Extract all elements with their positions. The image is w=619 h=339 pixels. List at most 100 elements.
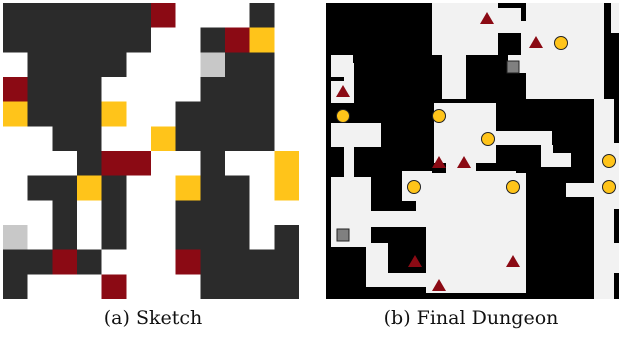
floor-tile <box>126 225 151 250</box>
wall-tile <box>175 225 201 250</box>
wall-tile <box>126 3 151 28</box>
floor-tile <box>200 3 225 28</box>
treasure-tile <box>175 175 201 201</box>
treasure-marker <box>481 132 495 146</box>
wall-tile <box>249 249 275 275</box>
treasure-marker <box>432 109 446 123</box>
wall-tile <box>27 101 53 127</box>
enemy-marker <box>432 156 446 168</box>
floor-tile <box>225 3 250 28</box>
floor-tile <box>3 151 28 176</box>
enemy-tile <box>101 151 127 176</box>
wall-tile <box>27 27 53 53</box>
floor-tile <box>27 274 53 299</box>
floor-tile <box>151 52 176 77</box>
wall-tile <box>249 3 275 28</box>
dungeon-floor <box>526 3 604 99</box>
floor-tile <box>27 200 53 225</box>
wall-tile <box>200 200 225 225</box>
floor-tile <box>249 200 275 225</box>
wall-tile <box>225 200 250 225</box>
enemy-tile <box>225 27 250 53</box>
wall-tile <box>249 101 275 127</box>
floor-tile <box>151 274 176 299</box>
treasure-tile <box>151 126 176 151</box>
enemy-tile <box>151 3 176 28</box>
floor-tile <box>52 151 77 176</box>
floor-tile <box>274 126 299 151</box>
floor-tile <box>101 77 127 102</box>
dungeon-floor <box>614 179 619 209</box>
floor-tile <box>126 101 151 127</box>
wall-tile <box>274 225 299 250</box>
floor-tile <box>175 3 201 28</box>
wall-tile <box>52 3 77 28</box>
wall-tile <box>77 249 102 275</box>
wall-tile <box>52 175 77 201</box>
floor-tile <box>151 151 176 176</box>
floor-tile <box>274 3 299 28</box>
wall-tile <box>126 27 151 53</box>
floor-tile <box>126 77 151 102</box>
dungeon-caption: (b) Final Dungeon <box>383 307 559 329</box>
wall-tile <box>52 52 77 77</box>
floor-tile <box>77 225 102 250</box>
wall-tile <box>27 3 53 28</box>
enemy-marker <box>432 279 446 291</box>
floor-tile <box>274 27 299 53</box>
entrance-marker <box>506 60 520 74</box>
wall-tile <box>175 101 201 127</box>
floor-tile <box>274 200 299 225</box>
dungeon-floor <box>611 3 619 23</box>
enemy-marker <box>529 36 543 48</box>
wall-tile <box>200 151 225 176</box>
dungeon-floor <box>496 131 552 145</box>
floor-tile <box>175 27 201 53</box>
treasure-tile <box>77 175 102 201</box>
floor-tile <box>151 101 176 127</box>
dungeon-floor <box>442 55 466 99</box>
floor-tile <box>52 274 77 299</box>
floor-tile <box>274 77 299 102</box>
floor-tile <box>3 200 28 225</box>
wall-tile <box>52 27 77 53</box>
wall-tile <box>101 3 127 28</box>
floor-tile <box>126 274 151 299</box>
wall-tile <box>27 249 53 275</box>
enemy-tile <box>101 274 127 299</box>
treasure-marker <box>407 180 421 194</box>
enemy-tile <box>52 249 77 275</box>
wall-tile <box>225 225 250 250</box>
enemy-tile <box>126 151 151 176</box>
enemy-tile <box>175 249 201 275</box>
floor-tile <box>151 27 176 53</box>
floor-tile <box>151 175 176 201</box>
wall-tile <box>3 3 28 28</box>
wall-tile <box>200 27 225 53</box>
dungeon-floor <box>366 273 436 287</box>
wall-tile <box>249 52 275 77</box>
wall-tile <box>225 77 250 102</box>
dungeon-floor <box>331 123 381 147</box>
treasure-marker <box>336 109 350 123</box>
treasure-tile <box>274 151 299 176</box>
treasure-marker <box>554 36 568 50</box>
floor-tile <box>126 126 151 151</box>
floor-tile <box>151 77 176 102</box>
floor-tile <box>175 274 201 299</box>
treasure-marker <box>602 180 616 194</box>
wall-tile <box>200 175 225 201</box>
treasure-marker <box>602 154 616 168</box>
floor-tile <box>27 225 53 250</box>
dungeon-floor <box>596 243 619 273</box>
floor-tile <box>27 151 53 176</box>
sketch-caption: (a) Sketch <box>103 307 203 329</box>
wall-tile <box>52 200 77 225</box>
treasure-tile <box>101 101 127 127</box>
dungeon-floor <box>344 147 354 177</box>
wall-tile <box>52 126 77 151</box>
floor-tile <box>101 126 127 151</box>
floor-tile <box>274 52 299 77</box>
floor-tile <box>101 249 127 275</box>
dungeon-panel <box>326 3 619 299</box>
